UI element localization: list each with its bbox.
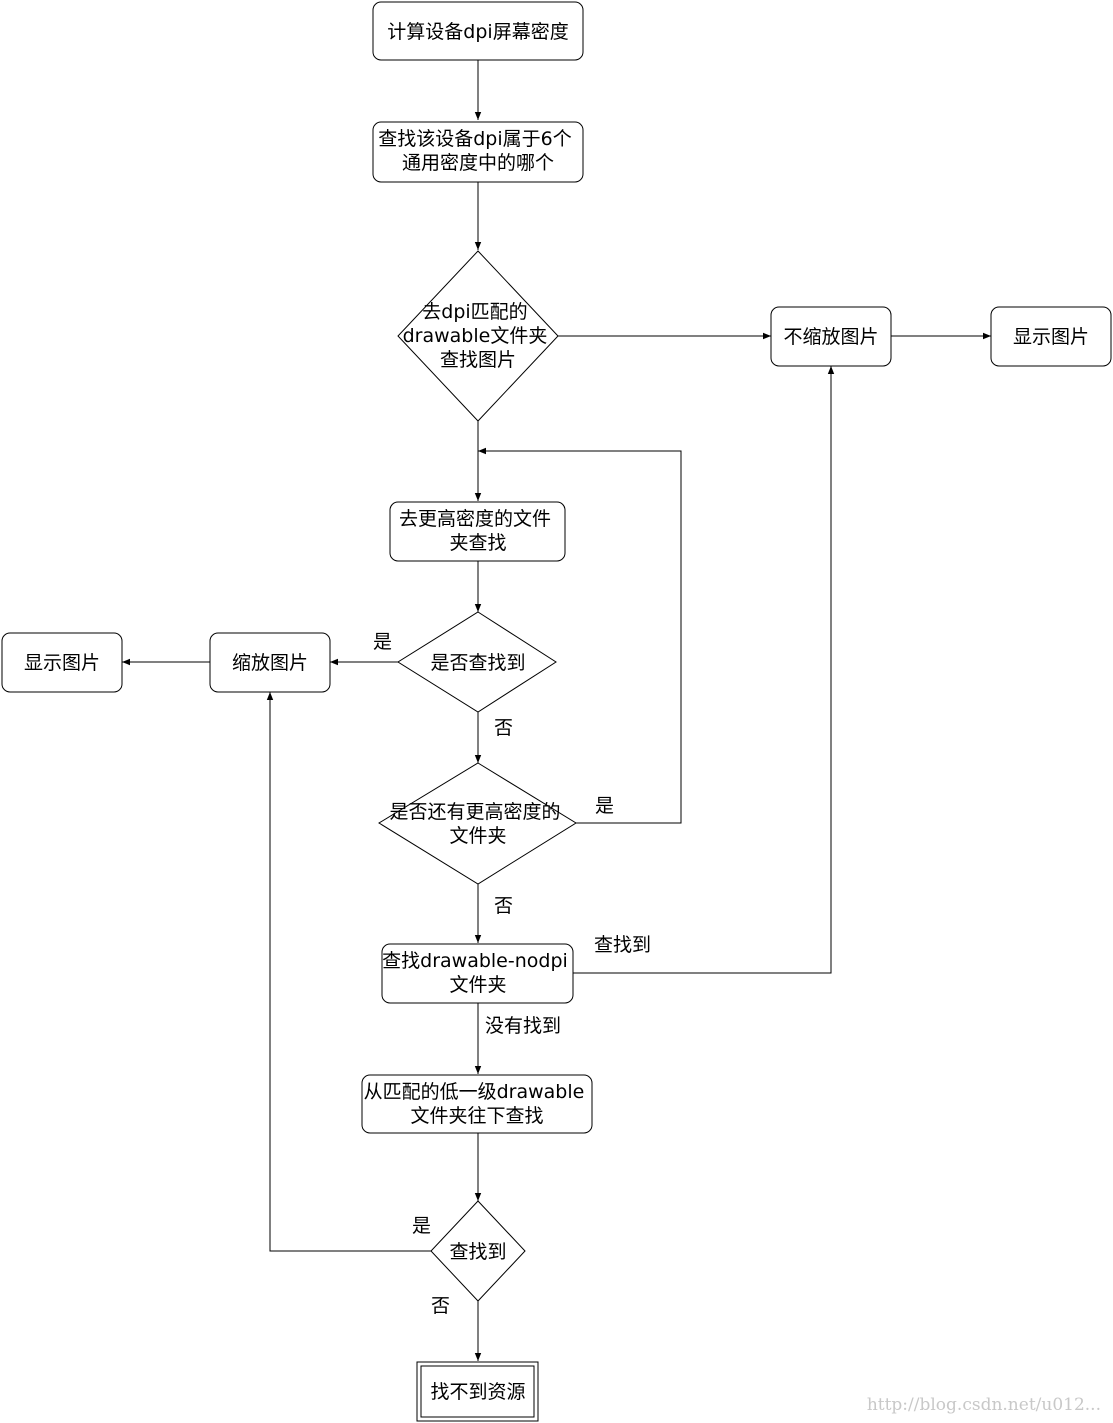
which-density-label: 查找该设备dpi属于6个 通用密度中的哪个: [378, 128, 578, 174]
found-q1-diamond: [397, 611, 557, 713]
connectors: [122, 60, 991, 1361]
found-q2-diamond: [430, 1200, 526, 1302]
nodpi-box: [381, 943, 574, 1004]
show-left-label: 显示图片: [24, 652, 100, 674]
more-higher-diamond: [378, 762, 577, 885]
found-q2-label: 查找到: [449, 1241, 506, 1263]
scale-box: [209, 632, 331, 693]
node-texts: 计算设备dpi屏幕密度 查找该设备dpi属于6个 通用密度中的哪个 去dpi匹配…: [24, 21, 1089, 1403]
calc-dpi-box: [372, 1, 584, 61]
watermark: http://blog.csdn.net/u012...: [866, 1395, 1101, 1415]
edge-label-found-nodpi: 查找到: [594, 934, 651, 956]
not-found-label: 找不到资源: [430, 1381, 525, 1403]
edge-label-yes-scale: 是: [373, 631, 392, 653]
edge-found2-to-scale: [266, 692, 431, 1252]
no-scale-box: [770, 306, 892, 367]
edge-label-yes-loop: 是: [595, 795, 614, 817]
show-right-label: 显示图片: [1013, 326, 1089, 348]
edge-label-no-1: 否: [494, 717, 513, 739]
edge-loop-back: [478, 447, 682, 824]
show-left-box: [1, 632, 123, 693]
edge-label-no-3: 否: [431, 1295, 450, 1317]
edge-label-not-found-nodpi: 没有找到: [485, 1015, 561, 1037]
higher-folder-label: 去更高密度的文件 夹查找: [399, 508, 557, 554]
edge-nodpi-to-noscale: [573, 366, 835, 974]
lower-search-label: 从匹配的低一级drawable 文件夹往下查找: [364, 1081, 591, 1127]
edge-labels: 是 否 是 否 查找到 没有找到 是 否: [373, 631, 651, 1317]
show-right-box: [990, 306, 1112, 367]
calc-dpi-label: 计算设备dpi屏幕密度: [387, 21, 568, 43]
lower-search-box: [361, 1074, 593, 1134]
which-density-box: [372, 121, 584, 183]
no-scale-label: 不缩放图片: [783, 326, 878, 348]
higher-folder-box: [389, 501, 566, 562]
found-q1-label: 是否查找到: [430, 652, 525, 674]
not-found-inner: [420, 1365, 535, 1418]
edge-label-yes-2: 是: [412, 1215, 431, 1237]
edge-label-no-2: 否: [494, 895, 513, 917]
match-folder-diamond: [397, 250, 559, 422]
nodpi-label: 查找drawable-nodpi 文件夹: [382, 950, 574, 996]
scale-label: 缩放图片: [232, 652, 308, 674]
match-folder-label: 去dpi匹配的 drawable文件夹 查找图片: [403, 301, 554, 371]
more-higher-label: 是否还有更高密度的 文件夹: [389, 801, 566, 847]
